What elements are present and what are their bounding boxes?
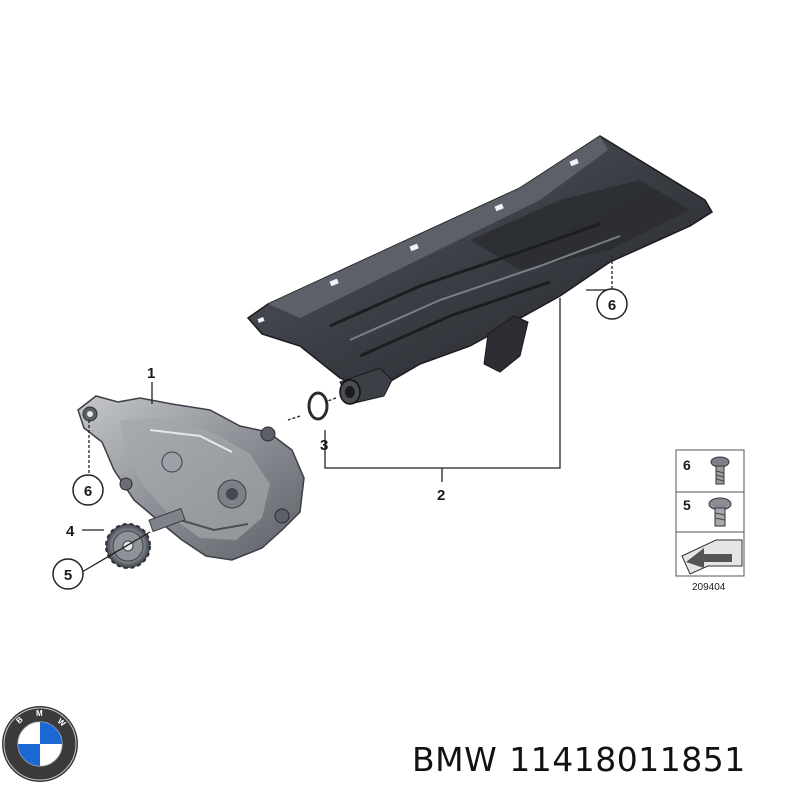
- legend-item-6: 6: [683, 456, 730, 485]
- leader-lines: [81, 256, 613, 573]
- callout-4: 4: [66, 523, 75, 540]
- oil-suction-pipe: [246, 135, 714, 405]
- o-ring: [307, 391, 329, 421]
- callout-5-circle: 5: [52, 558, 84, 590]
- fastener-legend: 6 5 209404: [675, 449, 745, 593]
- legend-item-5: 5: [683, 497, 732, 527]
- reference-code: 209404: [692, 582, 726, 593]
- part-number: 11418011851: [509, 740, 746, 779]
- callouts: 1 2 3 4 5 6 6: [52, 288, 628, 590]
- pipe-slots: [257, 158, 579, 323]
- bolt-icon: [710, 456, 730, 485]
- arrow-icon: [681, 539, 743, 575]
- oil-pump: [77, 395, 305, 561]
- svg-text:B: B: [15, 715, 25, 726]
- legend-num-5: 5: [683, 497, 691, 513]
- callout-6-pipe: 6: [608, 297, 616, 314]
- legend-num-6: 6: [683, 457, 691, 473]
- callout-5: 5: [64, 567, 72, 584]
- callout-1: 1: [147, 365, 155, 382]
- callout-6-pump-circle: 6: [72, 474, 104, 506]
- callout-3: 3: [320, 437, 328, 454]
- callout-6-pipe-circle: 6: [596, 288, 628, 320]
- brand-name: BMW: [412, 740, 498, 779]
- svg-text:W: W: [56, 717, 68, 729]
- callout-6-pump: 6: [84, 483, 92, 500]
- callout-2: 2: [437, 487, 445, 504]
- chain-sprocket: [105, 523, 151, 569]
- screw-icon: [708, 497, 732, 527]
- bmw-logo: B M W: [2, 706, 78, 782]
- svg-text:M: M: [36, 709, 43, 718]
- part-caption: BMW 11418011851: [412, 740, 746, 779]
